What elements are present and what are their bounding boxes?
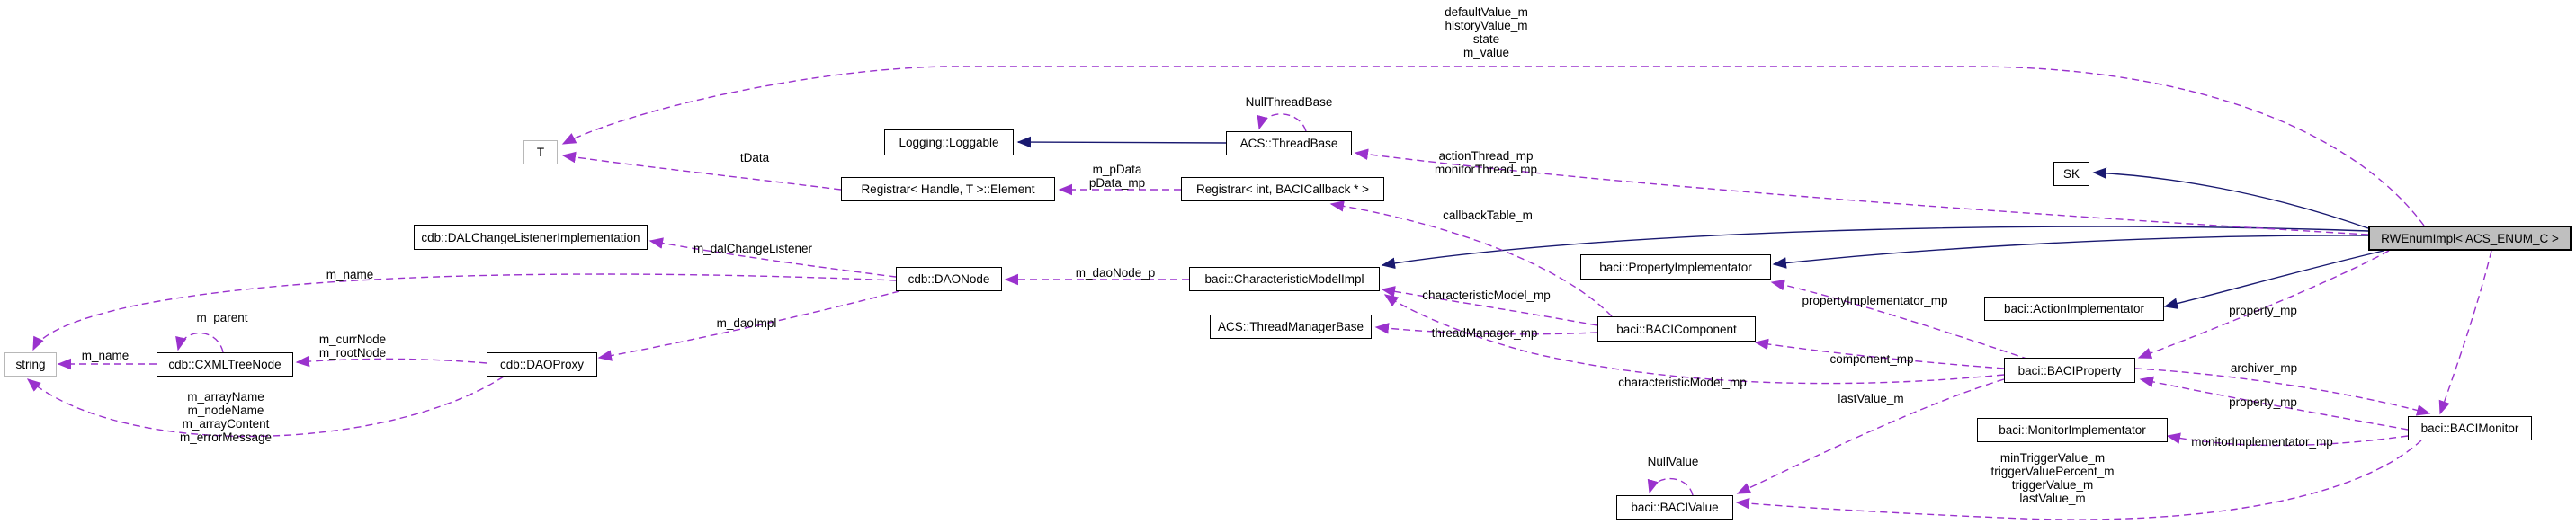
node-baci-baciproperty[interactable]: baci::BACIProperty [2004, 358, 2135, 383]
edge-property-charmodel [1383, 294, 2005, 385]
edge-rwenum-threadbase [1354, 148, 2369, 235]
edge-daoproxy-xmltree [295, 355, 487, 368]
node-rwenumimpl: RWEnumImpl< ACS_ENUM_C > [2368, 226, 2572, 251]
edge-element-t [561, 151, 842, 191]
edge-monitor-property [2139, 376, 2409, 431]
edge-property-component [1754, 338, 2005, 369]
node-registrar-int-bacicallback[interactable]: Registrar< int, BACICallback * > [1181, 177, 1384, 201]
node-sk[interactable]: SK [2053, 162, 2089, 186]
edge-label-threadmanagermp: threadManager_mp [1431, 326, 1538, 340]
edge-component-charmodel [1381, 286, 1598, 326]
edge-daoproxy-string [26, 376, 505, 438]
edge-value-selfloop [1647, 477, 1694, 496]
edge-label-componentmp: component_mp [1829, 352, 1914, 366]
node-acs-threadmanagerbase[interactable]: ACS::ThreadManagerBase [1210, 315, 1372, 339]
edge-label-propertyimplementatormp: propertyImplementator_mp [1802, 294, 1948, 307]
edge-rwenum-sk [2092, 167, 2369, 229]
node-cdb-cxmltreenode[interactable]: cdb::CXMLTreeNode [157, 352, 293, 377]
edge-monitor-monitorimpl [2166, 432, 2409, 447]
node-baci-bacivalue[interactable]: baci::BACIValue [1616, 495, 1733, 520]
edge-threadbase-selfloop [1257, 113, 1307, 132]
node-string: string [4, 352, 57, 377]
edge-daonode-daoproxy [597, 290, 900, 361]
edge-label-rwenum-t-members: defaultValue_m historyValue_m state m_va… [1445, 5, 1528, 59]
edge-label-array-fields: m_arrayName m_nodeName m_arrayContent m_… [179, 390, 273, 444]
edge-monitor-value [1735, 440, 2422, 520]
edge-label-nullthreadbase: NullThreadBase [1245, 95, 1333, 109]
edge-component-registrar [1329, 200, 1613, 317]
edge-rwenum-t [561, 66, 2425, 226]
edge-label-characteristicmodel-lower: characteristicModel_mp [1618, 376, 1747, 389]
edge-label-trigger-fields: minTriggerValue_m triggerValuePercent_m … [1990, 451, 2115, 505]
edge-label-propertymp-lower: property_mp [2229, 395, 2297, 409]
node-t: T [523, 140, 558, 164]
node-cdb-daoproxy[interactable]: cdb::DAOProxy [487, 352, 597, 377]
edge-property-monitor [2134, 368, 2431, 416]
edge-label-callbacktable: callbackTable_m [1443, 209, 1533, 222]
node-baci-bacimonitor[interactable]: baci::BACIMonitor [2408, 416, 2532, 440]
edge-daonode-string [32, 273, 897, 351]
edge-threadbase-loggable [1016, 136, 1227, 148]
edge-label-mdalchangelistener: m_dalChangeListener [693, 242, 813, 255]
node-baci-bacicomponent[interactable]: baci::BACIComponent [1597, 316, 1756, 342]
node-logging-loggable[interactable]: Logging::Loggable [884, 129, 1014, 155]
node-acs-threadbase[interactable]: ACS::ThreadBase [1226, 131, 1352, 155]
edge-label-mpdata: m_pData pData_mp [1088, 163, 1146, 190]
edge-label-mparent: m_parent [196, 311, 248, 324]
edge-label-mcurrnode-mrootnode: m_currNode m_rootNode [318, 333, 387, 360]
edge-daonode-dal [648, 237, 897, 278]
edge-rwenum-property [2137, 250, 2390, 359]
edge-rwenum-actionimpl [2163, 250, 2384, 309]
edge-label-archivermp: archiver_mp [2230, 361, 2298, 375]
node-registrar-element[interactable]: Registrar< Handle, T >::Element [841, 177, 1055, 201]
edge-label-characteristicmodel-upper: characteristicModel_mp [1422, 289, 1551, 302]
edge-label-tdata: tData [739, 151, 770, 164]
edge-rwenum-monitor [2438, 250, 2492, 415]
edge-label-mdaoimpl: m_daoImpl [716, 316, 777, 330]
edge-label-mname-daonode: m_name [326, 268, 374, 281]
edge-rwenum-charmodel [1381, 226, 2369, 270]
edge-rwenum-propimpl [1772, 235, 2369, 269]
edge-xmltree-selfloop [175, 332, 224, 353]
node-baci-propertyimplementator[interactable]: baci::PropertyImplementator [1580, 254, 1771, 280]
edge-property-value [1736, 378, 2005, 494]
edge-component-threadmgr [1374, 323, 1598, 335]
edge-label-mdaonodep: m_daoNode_p [1075, 266, 1156, 280]
node-cdb-daonode[interactable]: cdb::DAONode [896, 267, 1002, 291]
edge-label-action-threads: actionThread_mp monitorThread_mp [1434, 149, 1538, 176]
edge-label-nullvalue: NullValue [1647, 455, 1699, 468]
edge-label-propertymp-upper: property_mp [2229, 304, 2297, 317]
node-baci-actionimplementator[interactable]: baci::ActionImplementator [1984, 297, 2164, 321]
edge-label-mname-tree: m_name [81, 349, 130, 362]
edge-property-propimpl [1770, 279, 2030, 360]
edge-label-lastvalue: lastValue_m [1838, 392, 1904, 405]
node-baci-characteristicmodelimpl[interactable]: baci::CharacteristicModelImpl [1189, 267, 1380, 291]
node-baci-monitorimplementator[interactable]: baci::MonitorImplementator [1977, 418, 2168, 442]
node-cdb-dalchangelistener[interactable]: cdb::DALChangeListenerImplementation [414, 225, 648, 250]
edge-label-monitorimplementatormp: monitorImplementator_mp [2191, 435, 2333, 449]
